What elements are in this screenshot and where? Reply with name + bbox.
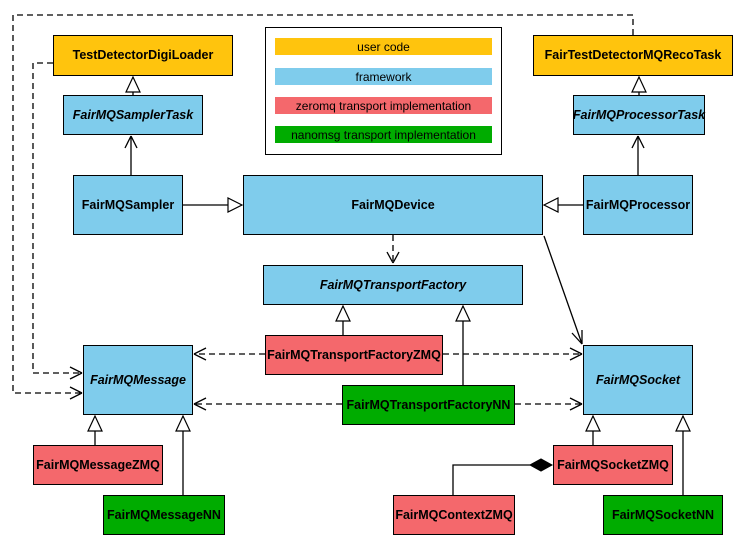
edge-tfnn-to-message-dependency (193, 397, 342, 411)
edge-processortask-to-recotask-generalization (631, 75, 647, 95)
edge-contextzmq-to-socketzmq-composition (452, 458, 554, 495)
node-fairmqprocessortask: FairMQProcessorTask (573, 95, 705, 135)
node-fairmqsamplertask: FairMQSamplerTask (63, 95, 203, 135)
node-fairmqtransportfactorynn: FairMQTransportFactoryNN (342, 385, 515, 425)
edge-tfzmq-to-socket-dependency (443, 347, 583, 361)
edge-processor-to-processortask-arrow (631, 135, 645, 175)
edge-messagezmq-to-message-generalization (87, 414, 103, 445)
node-fairmqtransportfactoryzmq: FairMQTransportFactoryZMQ (265, 335, 443, 375)
legend: user code framework zeromq transport imp… (265, 27, 502, 155)
edge-socketzmq-to-socket-generalization (585, 414, 601, 445)
node-fairmqcontextzmq: FairMQContextZMQ (393, 495, 515, 535)
edge-samplertask-to-digiloader-generalization (125, 75, 141, 95)
node-testdetectordigiloader: TestDetectorDigiLoader (53, 35, 233, 76)
edge-tfzmq-to-message-dependency (193, 347, 265, 361)
legend-item-nanomsg: nanomsg transport implementation (275, 126, 492, 143)
node-fairmqmessagenn: FairMQMessageNN (103, 495, 225, 535)
node-fairmqsocket: FairMQSocket (583, 345, 693, 415)
edge-device-to-socket-arrow (543, 235, 583, 345)
node-fairmqdevice: FairMQDevice (243, 175, 543, 235)
node-fairtestdetectormqrecotask: FairTestDetectorMQRecoTask (533, 35, 733, 76)
node-fairmqsocketnn: FairMQSocketNN (603, 495, 723, 535)
edge-socketnn-to-socket-generalization (675, 414, 691, 495)
legend-item-framework: framework (275, 68, 492, 85)
node-fairmqsampler: FairMQSampler (73, 175, 183, 235)
edge-device-to-transportfactory-dependency (386, 235, 400, 264)
edge-sampler-to-samplertask-arrow (124, 135, 138, 175)
edge-sampler-to-device-generalization (183, 197, 244, 213)
edge-tfnn-to-transportfactory-generalization (455, 304, 471, 385)
node-fairmqmessage: FairMQMessage (83, 345, 193, 415)
node-fairmqsocketzmq: FairMQSocketZMQ (553, 445, 673, 485)
edge-tfzmq-to-transportfactory-generalization (335, 304, 351, 335)
node-fairmqprocessor: FairMQProcessor (583, 175, 693, 235)
edge-processor-to-device-generalization (542, 197, 583, 213)
node-fairmqmessagezmq: FairMQMessageZMQ (33, 445, 163, 485)
edge-tfnn-to-socket-dependency (515, 397, 583, 411)
node-fairmqtransportfactory: FairMQTransportFactory (263, 265, 523, 305)
edge-digiloader-to-message-dependency (32, 62, 83, 380)
edge-recotask-to-message-dependency (12, 14, 634, 400)
legend-item-zeromq: zeromq transport implementation (275, 97, 492, 114)
legend-item-user-code: user code (275, 38, 492, 55)
edge-messagenn-to-message-generalization (175, 414, 191, 495)
